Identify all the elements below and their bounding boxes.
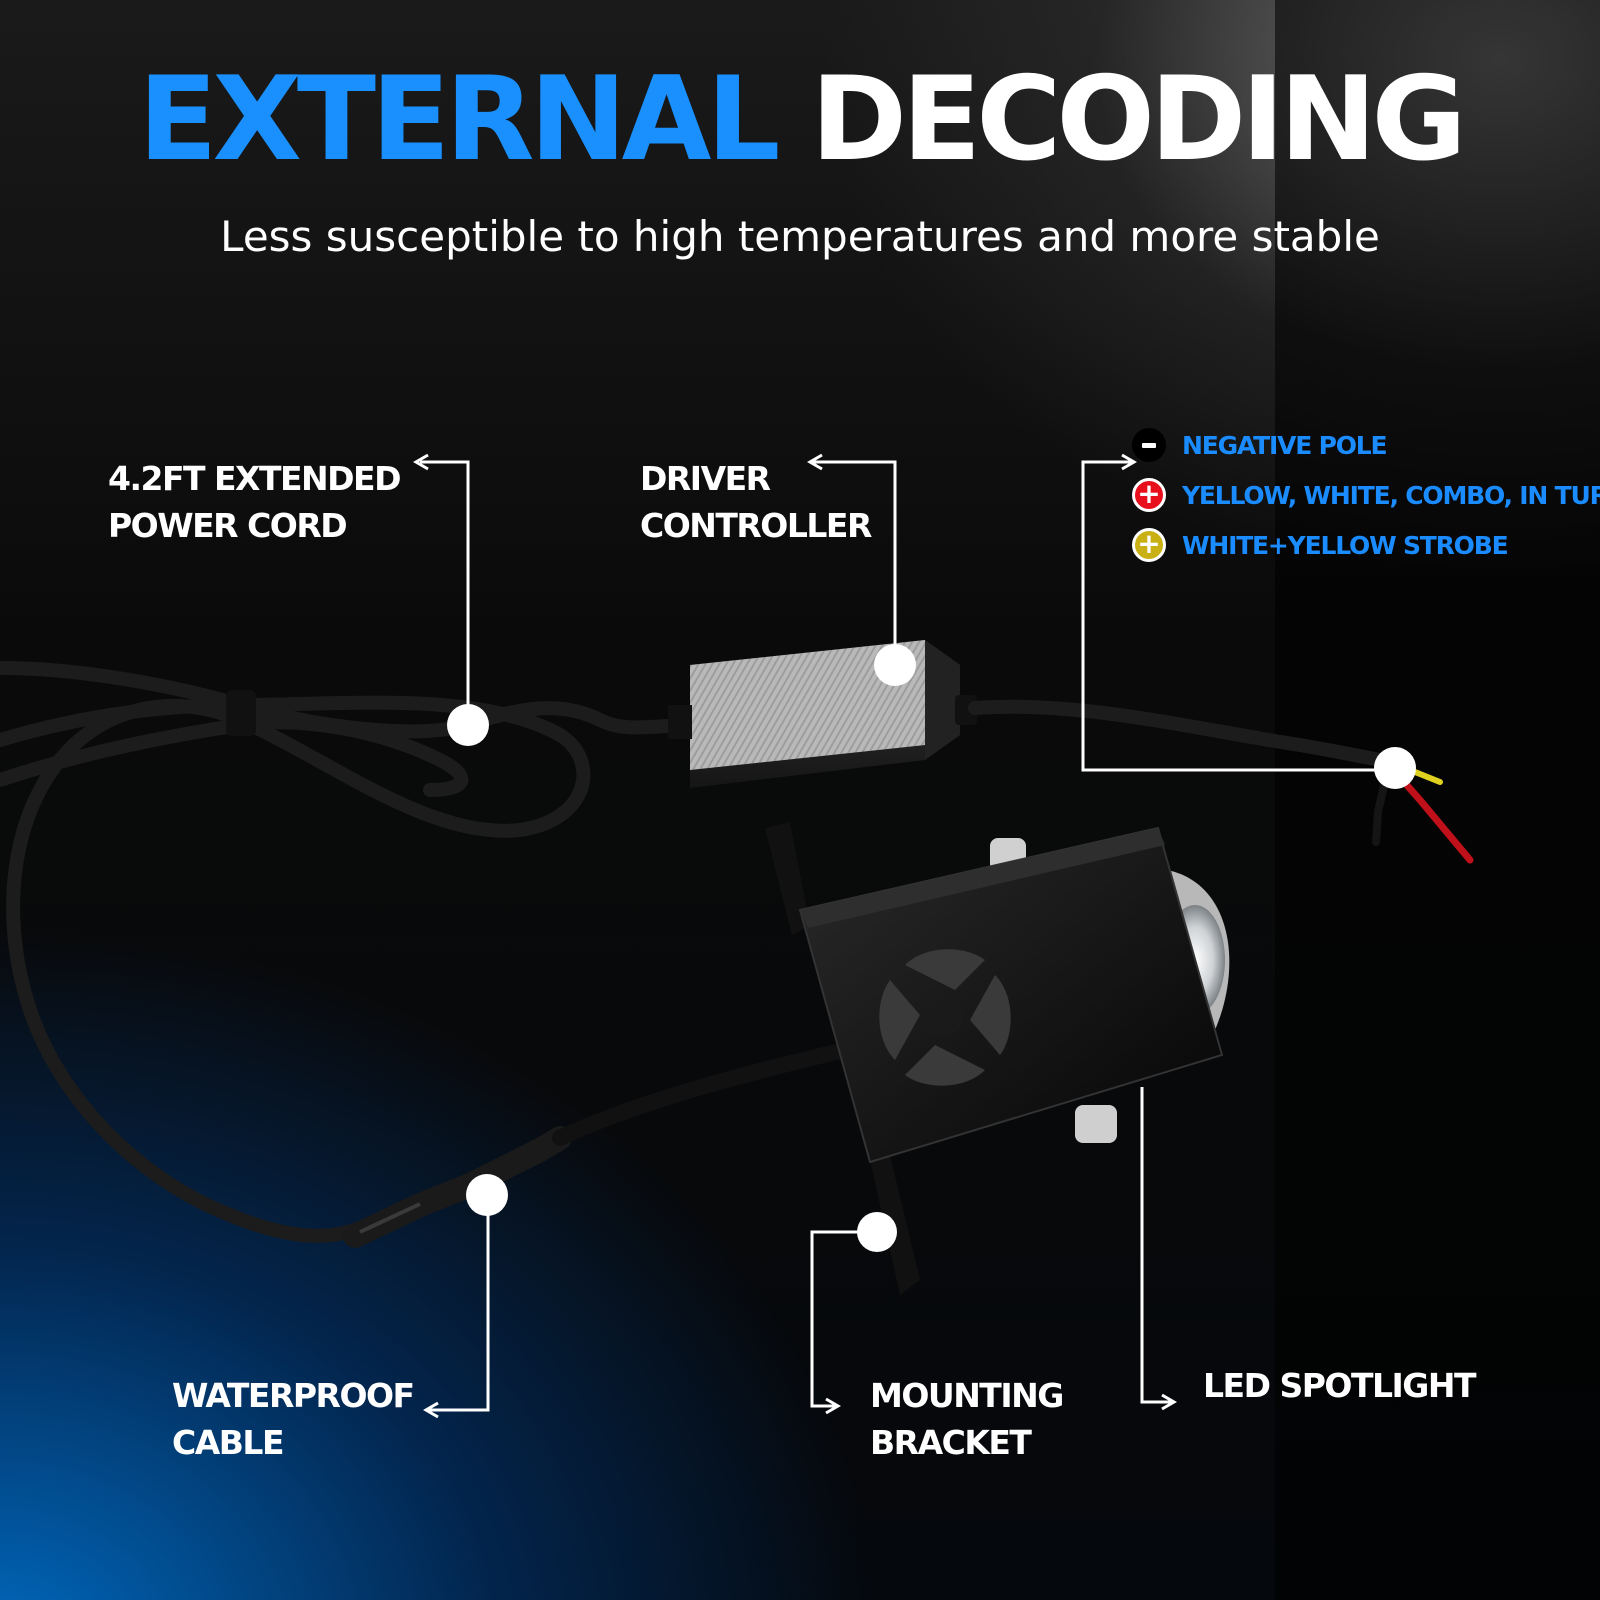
cable-tie <box>226 690 256 736</box>
callout-power-cord-line1: 4.2FT EXTENDED <box>108 459 401 498</box>
legend-text: YELLOW, WHITE, COMBO, IN TURNS <box>1182 480 1600 510</box>
page-title: EXTERNAL DECODING <box>0 62 1600 178</box>
wire-legend: NEGATIVE POLE YELLOW, WHITE, COMBO, IN T… <box>1132 420 1600 570</box>
callout-driver-controller: DRIVER CONTROLLER <box>640 455 872 549</box>
callout-driver-line2: CONTROLLER <box>640 506 872 545</box>
legend-item-yellow-positive: WHITE+YELLOW STROBE <box>1132 520 1600 570</box>
waterproof-connector <box>343 1042 853 1248</box>
minus-icon <box>1132 428 1166 462</box>
vent-icon <box>879 949 1011 1086</box>
callout-bracket-line2: BRACKET <box>870 1423 1032 1462</box>
legend-text: NEGATIVE POLE <box>1182 430 1388 460</box>
led-spotlight <box>765 822 1230 1295</box>
callout-spotlight-line1: LED SPOTLIGHT <box>1203 1366 1477 1405</box>
legend-item-negative: NEGATIVE POLE <box>1132 420 1600 470</box>
callout-mounting-bracket: MOUNTING BRACKET <box>870 1372 1064 1466</box>
callout-led-spotlight: LED SPOTLIGHT <box>1203 1362 1477 1409</box>
callout-waterproof-line2: CABLE <box>172 1423 284 1462</box>
callout-waterproof-cable: WATERPROOF CABLE <box>172 1372 415 1466</box>
power-cord <box>0 661 687 1243</box>
callout-driver-line1: DRIVER <box>640 459 771 498</box>
legend-text: WHITE+YELLOW STROBE <box>1182 530 1509 560</box>
callout-power-cord-line2: POWER CORD <box>108 506 348 545</box>
title-main-word: DECODING <box>810 52 1467 187</box>
callout-dots <box>447 644 1416 1252</box>
plus-icon <box>1132 528 1166 562</box>
callout-lines <box>413 453 1395 1419</box>
page-subtitle: Less susceptible to high temperatures an… <box>220 212 1380 261</box>
plus-icon <box>1132 478 1166 512</box>
title-accent-word: EXTERNAL <box>138 52 780 187</box>
callout-bracket-line1: MOUNTING <box>870 1376 1064 1415</box>
legend-item-red-positive: YELLOW, WHITE, COMBO, IN TURNS <box>1132 470 1600 520</box>
callout-power-cord: 4.2FT EXTENDED POWER CORD <box>108 455 401 549</box>
callout-waterproof-line1: WATERPROOF <box>172 1376 415 1415</box>
driver-controller-box <box>668 640 977 788</box>
